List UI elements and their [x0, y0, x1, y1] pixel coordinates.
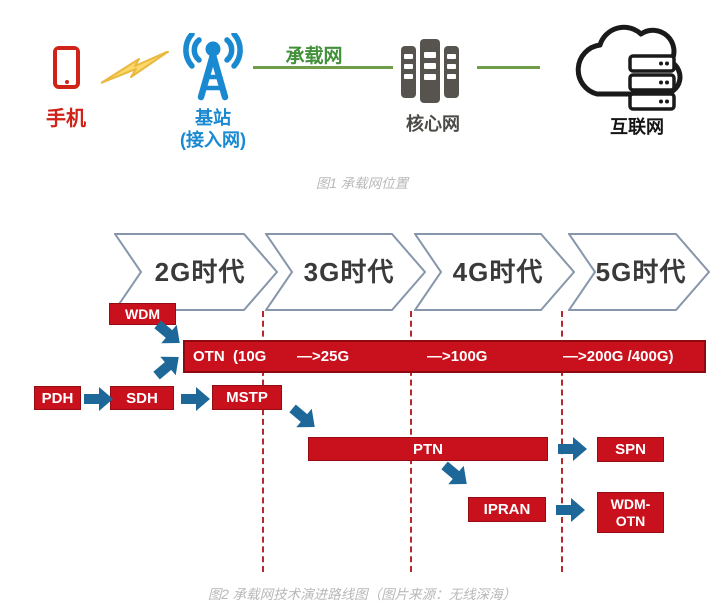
era-label-4g: 4G时代	[452, 257, 544, 287]
base-station-label: 基站	[195, 108, 231, 128]
phone-label: 手机	[46, 108, 86, 130]
tech-box-pdh: PDH	[34, 386, 81, 410]
tech-box-ipran: IPRAN	[468, 497, 546, 522]
arrow-pdh-to-sdh	[84, 387, 113, 411]
era-chevron-4g	[414, 233, 575, 311]
tech-box-wdm-otn: WDM- OTN	[597, 492, 664, 533]
core-network-label: 核心网	[406, 114, 460, 134]
era-label-3g: 3G时代	[303, 257, 395, 287]
otn-stage-25g: —>25G	[297, 348, 350, 365]
tech-box-wdm: WDM	[109, 303, 176, 325]
wdm-otn-line2: OTN	[615, 512, 646, 529]
arrow-sdh-to-otn	[148, 347, 187, 385]
bearer-network-label: 承载网	[285, 46, 343, 67]
bearer-link-line-right	[477, 66, 540, 69]
tech-box-sdh: SDH	[110, 386, 174, 410]
figure1-caption: 图1 承载网位置	[315, 176, 409, 191]
otn-stage-100g: —>100G	[427, 348, 488, 365]
otn-stage-200g: —>200G /400G)	[563, 348, 674, 365]
wdm-otn-line1: WDM-	[610, 496, 651, 513]
arrow-ipran-to-wdm-otn	[556, 498, 585, 522]
arrow-ptn-to-ipran	[436, 456, 475, 494]
arrow-ptn-to-spn	[558, 437, 587, 461]
tech-bar-ptn: PTN	[308, 437, 548, 461]
lightning-bolt-icon	[101, 51, 169, 84]
core-network-servers-icon	[401, 39, 459, 103]
era-divider-line-2g3g	[262, 311, 264, 572]
bearer-link-line-left	[253, 66, 393, 69]
base-station-icon	[183, 33, 243, 101]
era-chevron-2g	[114, 233, 278, 311]
internet-cloud-icon	[575, 24, 683, 111]
era-label-5g: 5G时代	[595, 257, 687, 287]
otn-stage-10g: OTN (10G	[193, 348, 267, 365]
internet-label: 互联网	[610, 117, 664, 137]
era-chevron-3g	[265, 233, 426, 311]
arrow-mstp-to-ptn	[284, 399, 323, 437]
tech-bar-otn: OTN (10G —>25G —>100G —>200G /400G)	[183, 340, 706, 373]
arrow-sdh-to-mstp	[181, 387, 210, 411]
tech-box-spn: SPN	[597, 437, 664, 462]
era-label-2g: 2G时代	[154, 257, 246, 287]
era-chevron-5g	[568, 233, 710, 311]
phone-icon	[53, 46, 80, 89]
base-station-sublabel: (接入网)	[180, 130, 246, 150]
tech-box-mstp: MSTP	[212, 385, 282, 410]
figure2-caption: 图2 承载网技术演进路线图（图片来源：无线深海）	[207, 587, 517, 602]
era-divider-line-4g5g	[561, 311, 563, 572]
